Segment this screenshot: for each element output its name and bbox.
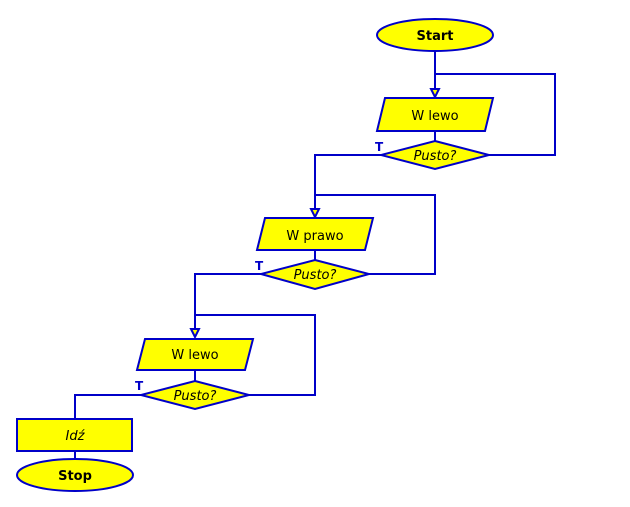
- true-marker-3: T: [135, 379, 144, 393]
- decision-3: Pusto?: [137, 379, 253, 411]
- action-label-3: W lewo: [171, 348, 218, 363]
- stop-label: Stop: [58, 469, 92, 484]
- stop-terminator: Stop: [16, 458, 134, 492]
- connector-loop2-back: [315, 194, 436, 275]
- arrowhead-icon: [309, 208, 321, 220]
- start-terminator: Start: [376, 18, 494, 52]
- arrowhead-icon: [189, 328, 201, 340]
- action-label-1: W lewo: [411, 109, 458, 124]
- action-block-3: W lewo: [135, 338, 255, 371]
- connector-loop3-back: [195, 314, 316, 396]
- connector-lines: [74, 51, 556, 460]
- condition-label-3: Pusto?: [174, 389, 217, 404]
- decision-2: Pusto?: [257, 258, 373, 291]
- condition-label-1: Pusto?: [414, 149, 457, 164]
- connector-decision2-true: [194, 273, 261, 336]
- arrowhead-icon: [429, 88, 441, 100]
- final-action-label: Idź: [66, 429, 86, 444]
- action-label-2: W prawo: [286, 229, 343, 244]
- true-marker-2: T: [255, 259, 264, 273]
- decision-1: Pusto?: [377, 139, 493, 171]
- start-label: Start: [417, 29, 454, 44]
- action-block-2: W prawo: [255, 217, 375, 251]
- connector-decision1-true: [314, 154, 381, 216]
- action-block-1: W lewo: [375, 97, 495, 132]
- connector-loop1-back: [435, 73, 556, 156]
- final-action-block: Idź: [16, 418, 133, 452]
- true-marker-1: T: [375, 140, 384, 154]
- condition-label-2: Pusto?: [294, 268, 337, 283]
- connector-decision3-true: [74, 394, 141, 419]
